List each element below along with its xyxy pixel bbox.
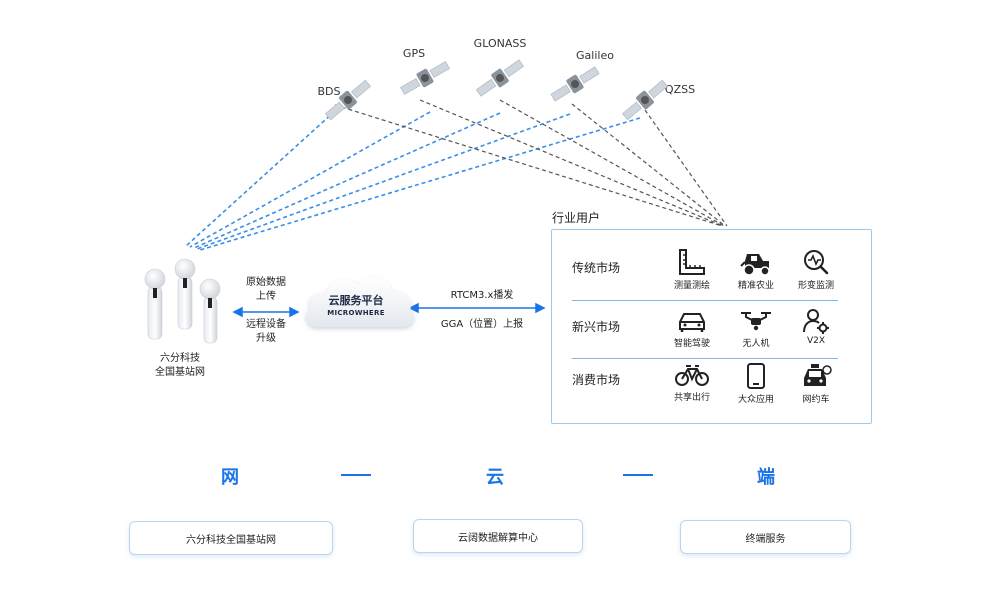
app-autonomous-driving: 智能驾驶	[662, 308, 722, 349]
blue-line-galileo	[196, 113, 571, 250]
gray-line-galileo	[571, 103, 726, 227]
divider	[572, 300, 838, 301]
flow-terminal: 端	[757, 467, 775, 488]
taxi-icon	[804, 364, 832, 386]
satellite-icon	[475, 59, 525, 97]
gray-line-glonass	[499, 99, 725, 227]
app-agriculture: 精准农业	[726, 248, 786, 291]
gray-line-gps	[419, 99, 724, 227]
gga-text: GGA（位置）上报	[440, 319, 524, 330]
station-label: 六分科技 全国基站网	[155, 353, 205, 378]
market-consumer: 消费市场	[572, 373, 621, 387]
gray-dashed-lines	[334, 99, 728, 227]
tractor-icon	[740, 254, 770, 276]
user-gear-icon	[803, 309, 829, 334]
drone-icon	[741, 312, 771, 331]
market-emerging: 新兴市场	[572, 320, 621, 334]
blue-line-glonass	[193, 112, 501, 249]
satellite-label-gps: GPS	[402, 47, 426, 60]
cloud-icon	[305, 277, 415, 327]
car-icon	[679, 313, 705, 332]
satellite-label-qzss: QZSS	[664, 83, 696, 96]
users-panel: 传统市场 新兴市场 消费市场 测量测绘 精准农业 形变监测	[551, 229, 872, 424]
divider	[572, 358, 838, 359]
satellite-icon	[550, 66, 600, 102]
cloud-title: 云服务平台	[328, 294, 384, 307]
magnifier-wave-icon	[804, 250, 829, 275]
upgrade-text: 远程设备 升级	[246, 319, 286, 344]
users-title: 行业用户	[552, 211, 601, 225]
pill-station-network: 六分科技全国基站网	[129, 521, 333, 555]
pill-cloud-center: 云阔数据解算中心	[413, 519, 583, 553]
satellite-label-bds: BDS	[317, 85, 341, 98]
cloud-subtitle: MICROWHERE	[327, 309, 385, 317]
blue-line-gps	[189, 111, 431, 248]
flow-cloud: 云	[486, 467, 504, 488]
flow-dash	[623, 474, 653, 476]
satellite-icon	[622, 79, 668, 121]
app-ride-hailing: 网约车	[786, 362, 846, 405]
satellite-label-galileo: Galileo	[576, 49, 614, 62]
upload-text: 原始数据 上传	[246, 277, 286, 302]
app-surveying: 测量测绘	[662, 248, 722, 291]
flow-dash	[341, 474, 371, 476]
app-shared-mobility: 共享出行	[662, 362, 722, 403]
blue-line-bds	[185, 110, 336, 247]
arrow-cloud-users	[408, 302, 546, 314]
market-traditional: 传统市场	[572, 261, 621, 275]
rtcm-text: RTCM3.x播发	[450, 290, 514, 301]
satellite-icon	[400, 61, 450, 95]
app-mass-market: 大众应用	[726, 362, 786, 405]
app-v2x: V2X	[786, 308, 846, 346]
pill-terminal-service: 终端服务	[680, 520, 851, 554]
flow-network: 网	[221, 467, 239, 488]
app-deformation: 形变监测	[786, 248, 846, 291]
satellite-icon	[325, 79, 371, 121]
gray-line-qzss	[644, 109, 728, 227]
satellite-label-glonass: GLONASS	[473, 37, 527, 50]
gray-line-bds	[334, 104, 723, 227]
app-drone: 无人机	[726, 308, 786, 349]
phone-icon	[747, 363, 765, 389]
ruler-icon	[679, 249, 705, 275]
bicycle-icon	[675, 365, 709, 386]
blue-dashed-lines	[185, 110, 641, 251]
base-station-icon	[144, 258, 221, 344]
arrow-station-cloud	[232, 306, 300, 318]
